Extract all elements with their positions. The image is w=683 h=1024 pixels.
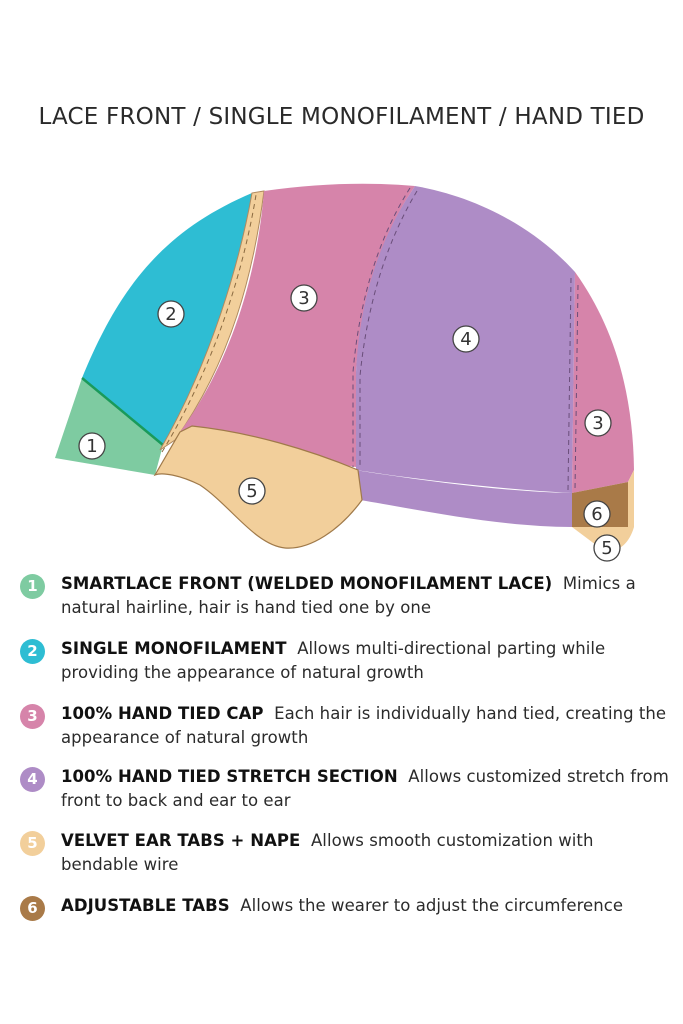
legend-description-1: Mimics a natural hairline, hair is hand … — [61, 574, 636, 617]
legend-badge-5: 5 — [20, 831, 45, 856]
legend-title-5: VELVET EAR TABS + NAPE — [61, 831, 301, 850]
legend-badge-1: 1 — [20, 574, 45, 599]
legend-title-6: ADJUSTABLE TABS — [61, 896, 230, 915]
marker-5a-label: 5 — [246, 481, 257, 502]
marker-3b-label: 3 — [592, 413, 603, 434]
legend-description-4: Allows customized stretch from front to … — [61, 767, 669, 810]
legend-title-4: 100% HAND TIED STRETCH SECTION — [61, 767, 398, 786]
wig-cap-diagram: 1 2 3 4 3 5 6 5 — [55, 183, 634, 562]
legend-description-5: Allows smooth customization with bendabl… — [61, 831, 594, 874]
legend-title-1: SMARTLACE FRONT (WELDED MONOFILAMENT LAC… — [61, 574, 553, 593]
legend-badge-3: 3 — [20, 704, 45, 729]
marker-4 — [452, 325, 480, 353]
legend-text-5: VELVET EAR TABS + NAPE Allows smooth cus… — [61, 829, 673, 877]
marker-4-label: 4 — [460, 329, 471, 350]
legend-badge-2: 2 — [20, 639, 45, 664]
marker-2-label: 2 — [165, 304, 176, 325]
region-velvet-nape — [572, 470, 634, 552]
marker-1 — [78, 432, 106, 460]
seam-line — [81, 377, 164, 446]
marker-5b-label: 5 — [601, 538, 612, 559]
stitching — [161, 187, 579, 491]
legend-badge-6: 6 — [20, 896, 45, 921]
region-number-markers: 1 2 3 4 3 5 6 5 — [78, 284, 621, 562]
region-hand-tied-cap-front — [180, 183, 415, 467]
region-hand-tied-cap-back — [572, 272, 634, 493]
marker-1-label: 1 — [86, 436, 97, 457]
marker-3a — [290, 284, 318, 312]
marker-3a-label: 3 — [298, 288, 309, 309]
marker-5a — [238, 477, 266, 505]
legend-text-1: SMARTLACE FRONT (WELDED MONOFILAMENT LAC… — [61, 572, 673, 620]
marker-6-label: 6 — [591, 504, 602, 525]
region-stretch-band — [355, 470, 572, 527]
legend-title-2: SINGLE MONOFILAMENT — [61, 639, 287, 658]
diagram-title: LACE FRONT / SINGLE MONOFILAMENT / HAND … — [38, 104, 645, 130]
legend-text-3: 100% HAND TIED CAP Each hair is individu… — [61, 702, 673, 750]
marker-6 — [583, 500, 611, 528]
marker-3b — [584, 409, 612, 437]
legend-title-3: 100% HAND TIED CAP — [61, 704, 264, 723]
legend-description-2: Allows multi-directional parting while p… — [61, 639, 606, 682]
legend-text-2: SINGLE MONOFILAMENT Allows multi-directi… — [61, 637, 673, 685]
legend-description-6: Allows the wearer to adjust the circumfe… — [240, 896, 624, 915]
legend-badge-4: 4 — [20, 767, 45, 792]
marker-5b — [593, 534, 621, 562]
legend-text-6: ADJUSTABLE TABS Allows the wearer to adj… — [61, 894, 673, 918]
legend-description-3: Each hair is individually hand tied, cre… — [61, 704, 667, 747]
legend-text-4: 100% HAND TIED STRETCH SECTION Allows cu… — [61, 765, 673, 813]
marker-2 — [157, 300, 185, 328]
